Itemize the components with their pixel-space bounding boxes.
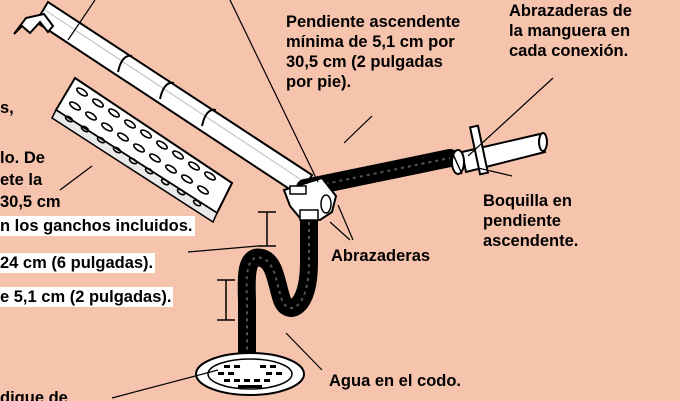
slope-line-2: mínima de 5,1 cm por [286, 33, 455, 51]
left-fragment-2: lo. De [0, 149, 45, 167]
leader-lines [59, 0, 554, 399]
nozzle-line-1: Boquilla en [483, 192, 572, 210]
clamps-label: Abrazaderas [331, 247, 431, 265]
slope-line-3: 30,5 cm (2 pulgadas [286, 53, 443, 71]
nozzle-pipe [451, 124, 548, 176]
left-fragment-1: s, [0, 99, 14, 117]
p-trap-hose [237, 220, 318, 362]
left-fragment-7: e 5,1 cm (2 pulgadas). [0, 287, 174, 307]
hose-clamps-line-2: la manguera en [509, 22, 631, 40]
slope-label: Pendiente ascendente mínima de 5,1 cm po… [286, 12, 460, 92]
y-connector [282, 176, 338, 222]
slope-line-1: Pendiente ascendente [286, 13, 461, 31]
hose-clamps-line-3: cada conexión. [509, 42, 629, 60]
floor-drain [195, 352, 305, 396]
left-fragment-6: 24 cm (6 pulgadas). [0, 253, 156, 273]
hose-clamps-label: Abrazaderas de la manguera en cada conex… [509, 1, 632, 61]
torn-pipe-end [13, 12, 55, 35]
perforated-strap [51, 76, 234, 224]
nozzle-label: Boquilla en pendiente ascendente. [483, 191, 578, 251]
left-fragment-5: n los ganchos incluidos. [0, 216, 195, 236]
nozzle-line-2: pendiente [483, 212, 561, 230]
water-elbow-label: Agua en el codo. [329, 372, 462, 390]
standpipe [34, 0, 314, 198]
left-fragment-3: ete la [0, 171, 43, 189]
nozzle-line-3: ascendente. [483, 232, 579, 250]
left-fragment-8: dique de [0, 389, 68, 401]
drain-hose [296, 149, 459, 197]
slope-line-4: por pie). [286, 73, 352, 91]
left-fragment-4: 30,5 cm [0, 193, 61, 211]
hose-clamps-line-1: Abrazaderas de [509, 2, 632, 20]
dimension-markers [217, 211, 276, 321]
